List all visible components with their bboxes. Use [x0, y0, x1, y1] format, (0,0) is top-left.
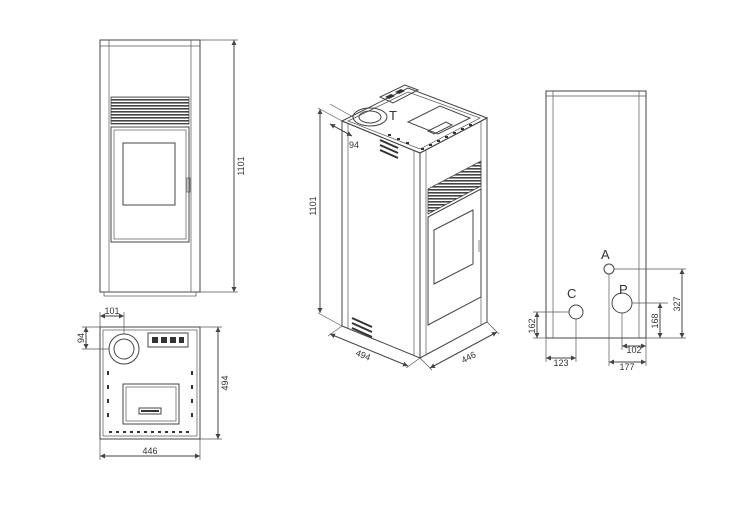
iso-offset-label: 94 [349, 140, 359, 150]
top-offset-x-label: 101 [104, 306, 119, 316]
iso-left-upper-vents [379, 139, 399, 159]
front-door [110, 126, 190, 243]
top-control-panel [147, 332, 189, 348]
iso-height-label: 1101 [308, 196, 318, 215]
rear-view: A C P 162 123 102 177 168 327 [527, 90, 686, 372]
rear-a-height-label: 327 [672, 296, 682, 311]
iso-grille [427, 160, 482, 215]
iso-lid-handle [426, 121, 454, 135]
rear-c-height-label: 162 [527, 318, 537, 333]
rear-p-offset-label: 102 [626, 345, 641, 355]
rear-connection-c [568, 304, 584, 320]
top-lid-handle [138, 407, 162, 415]
top-front-vents [109, 431, 189, 433]
front-grille [110, 96, 190, 125]
iso-left-face [341, 120, 421, 359]
iso-right-face [419, 117, 488, 359]
iso-door-glass [433, 209, 474, 285]
iso-door [427, 188, 482, 326]
iso-hopper-lid [406, 105, 472, 135]
rear-connection-a [603, 263, 615, 275]
front-height-label: 1101 [236, 156, 246, 175]
rear-label-c: C [567, 286, 576, 301]
front-view: 1101 [99, 39, 246, 297]
iso-top-vents [388, 124, 472, 150]
iso-view: T 1101 94 494 446 [308, 84, 500, 371]
iso-label-t: T [389, 108, 397, 123]
top-view: 101 94 446 494 [76, 306, 230, 460]
top-depth-label: 494 [220, 375, 230, 390]
rear-a-offset-label: 177 [619, 362, 634, 372]
rear-label-a: A [601, 247, 610, 262]
iso-width-label: 446 [460, 349, 478, 365]
top-side-vents [107, 371, 193, 417]
top-width-label: 446 [142, 446, 157, 456]
front-door-glass [122, 142, 176, 206]
rear-p-height-label: 168 [650, 313, 660, 328]
top-hopper-lid [122, 383, 180, 425]
rear-label-p: P [619, 282, 628, 297]
iso-control-panel [378, 84, 420, 104]
top-offset-y-label: 94 [76, 333, 86, 343]
rear-c-offset-label: 123 [553, 358, 568, 368]
